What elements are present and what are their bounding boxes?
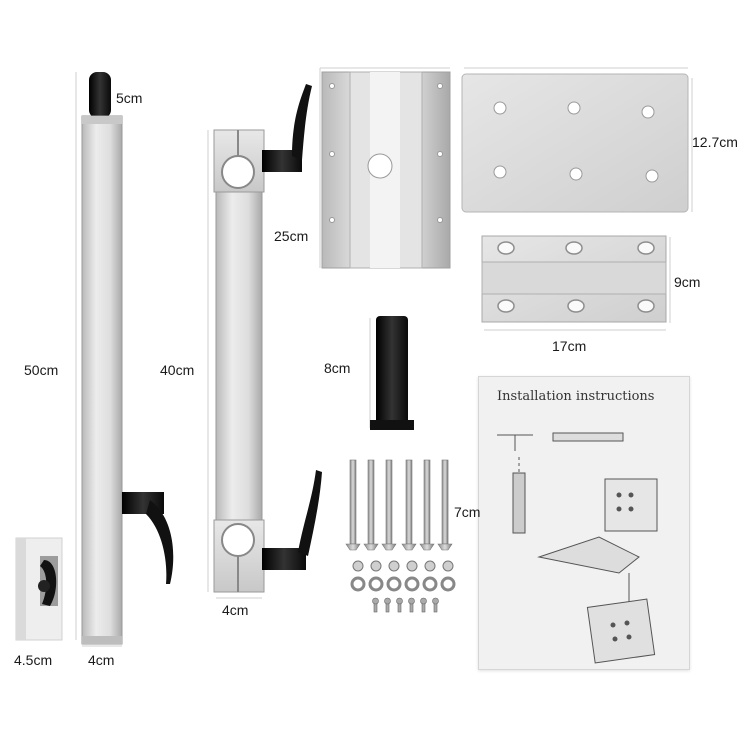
dimension-lines (75, 67, 693, 647)
channel-plate (321, 71, 451, 269)
long-pole-height-label: 50cm (24, 362, 59, 378)
flat-plate-height-label: 12.7cm (692, 134, 738, 150)
short-pole (213, 84, 322, 593)
clamp-inset-photo (15, 537, 63, 641)
flat-mounting-plate (461, 73, 689, 213)
manual-diagram (497, 432, 658, 664)
small-plate-height-label: 9cm (674, 274, 701, 290)
installation-manual: Installation instructions (478, 376, 690, 670)
sleeve-height-label: 8cm (324, 360, 351, 376)
screw-set (345, 459, 456, 613)
short-pole-height-label: 40cm (160, 362, 195, 378)
long-pole-width-label: 4cm (88, 652, 115, 668)
long-pole (81, 72, 174, 645)
small-bracket-plate (481, 235, 667, 323)
clamp-width-label: 4.5cm (14, 652, 53, 668)
small-plate-width-label: 17cm (552, 338, 587, 354)
short-pole-width-label: 4cm (222, 602, 249, 618)
rubber-sleeve (370, 316, 414, 430)
manual-title: Installation instructions (497, 389, 655, 404)
screw-length-label: 7cm (454, 504, 481, 520)
channel-plate-height-label: 25cm (274, 228, 309, 244)
pole-cap-label: 5cm (116, 90, 143, 106)
